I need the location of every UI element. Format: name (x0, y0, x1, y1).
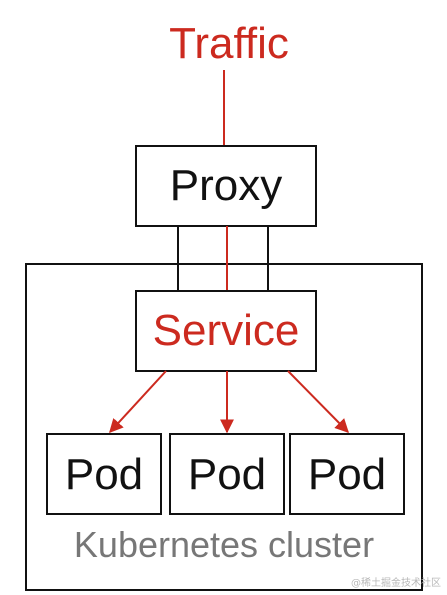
kubernetes-cluster-box (25, 263, 423, 591)
pod-box-2 (169, 433, 285, 515)
service-to-pod-3-arrow (287, 370, 349, 433)
service-to-pod-1-arrow (109, 370, 167, 434)
traffic-label: Traffic (169, 19, 289, 68)
pod-label-2: Pod (188, 450, 266, 499)
watermark-text: @稀土掘金技术社区 (351, 578, 441, 589)
pod-box-3 (289, 433, 405, 515)
proxy-label: Proxy (170, 161, 282, 210)
service-label: Service (153, 306, 300, 355)
pod-label-3: Pod (308, 450, 386, 499)
pod-box-1 (46, 433, 162, 515)
proxy-box (135, 145, 317, 227)
cluster-label: Kubernetes cluster (74, 524, 374, 565)
pod-label-1: Pod (65, 450, 143, 499)
